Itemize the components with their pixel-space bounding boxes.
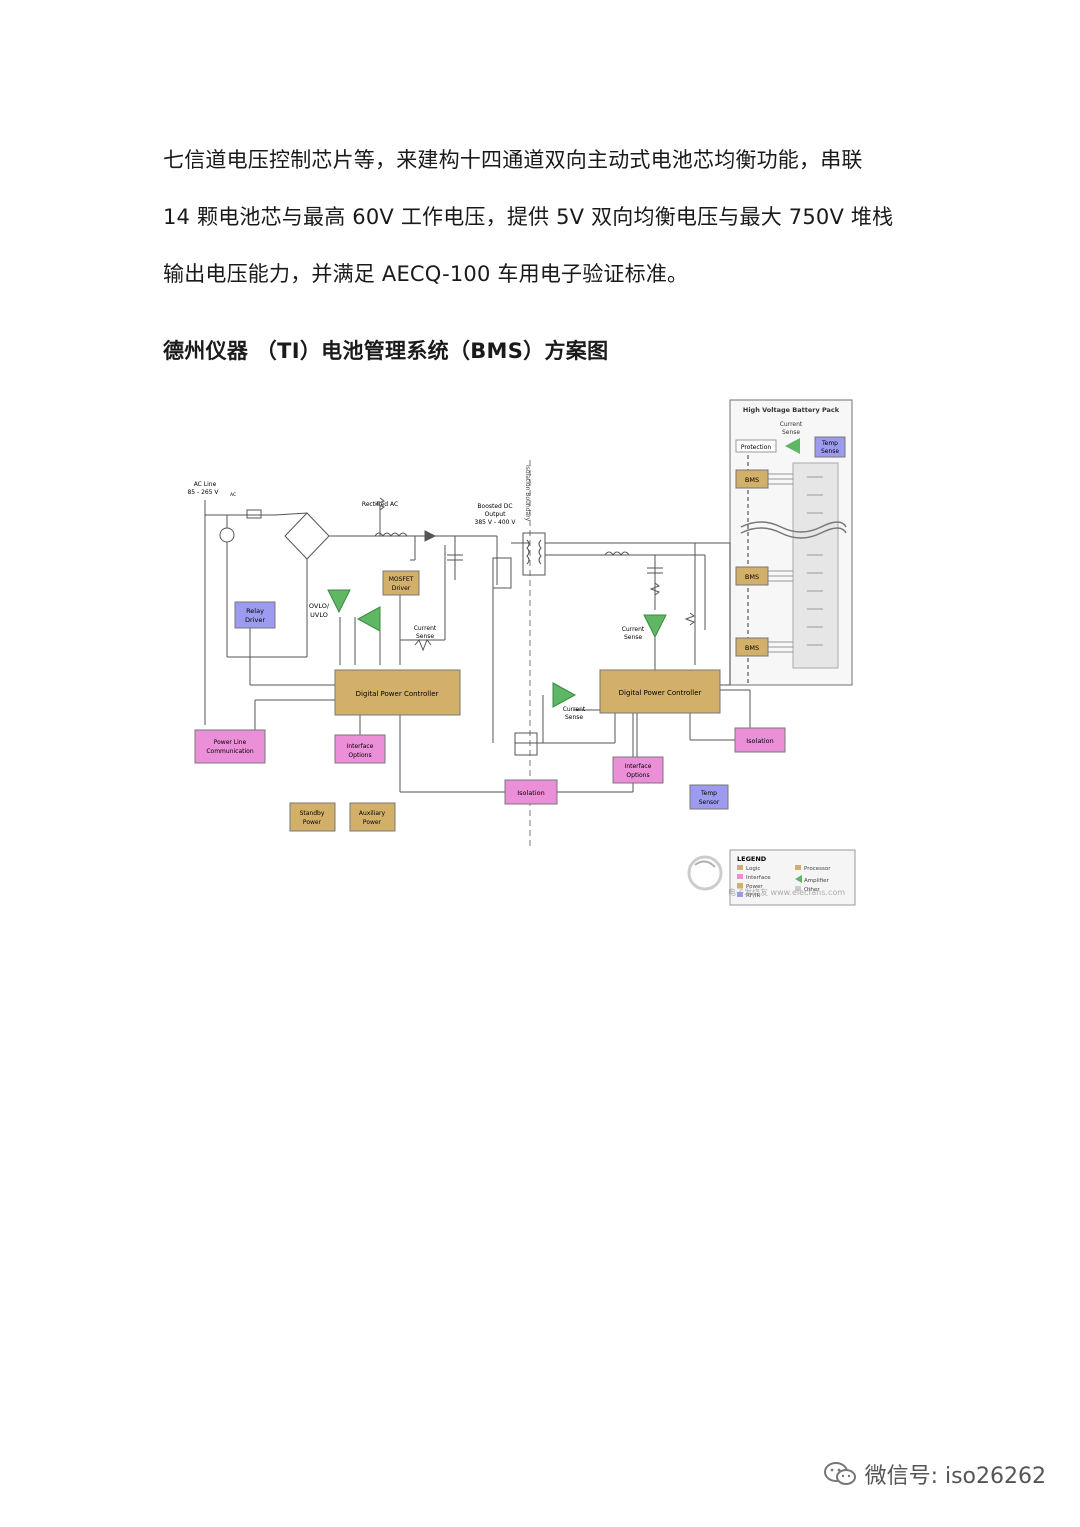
auxiliary-power-label-1: Auxiliary [359, 810, 386, 817]
temp-sense-label-1: Temp [821, 440, 838, 447]
current-sense-label-1b: Sense [416, 633, 434, 640]
legend-item-7: Other [804, 887, 820, 893]
ac-line-label: AC Line [194, 481, 217, 488]
power-line-label-1: Power Line [214, 739, 247, 746]
body-paragraph: 七信道电压控制芯片等，来建构十四通道双向主动式电池芯均衡功能，串联 14 颗电池… [163, 132, 933, 303]
interface-left-label-1: Interface [347, 743, 374, 750]
dpc-left-block [334, 669, 461, 716]
legend-item-2: Interface [746, 875, 771, 881]
temp-sense-label-2: Sense [821, 448, 839, 455]
interface-right-label-1: Interface [625, 763, 652, 770]
hv-pack-label: High Voltage Battery Pack [743, 406, 840, 414]
standby-power-block [289, 802, 336, 832]
temp-sense-block [814, 436, 846, 458]
protection-block [735, 439, 777, 453]
isolation-mid-block [504, 779, 558, 805]
watermark-text: 电子发烧友 www.elecfans.com [728, 887, 845, 897]
current-sense-label-3b: Sense [565, 714, 583, 721]
isolation-boundary-label: Isolation Boundary [524, 465, 531, 522]
legend-item-3: Power [746, 884, 763, 890]
paragraph-line-2: 14 颗电池芯与最高 60V 工作电压，提供 5V 双向均衡电压与最大 750V… [163, 205, 894, 229]
ovlo-label: OVLO/ [309, 602, 330, 610]
temp-sensor-block [689, 784, 729, 810]
temp-sensor-label-2: Sensor [699, 799, 720, 806]
cell-column [792, 462, 839, 669]
bms-diagram: High Voltage Battery Pack Current Sense … [187, 399, 856, 906]
boosted-dc-label-2: Output [485, 511, 506, 518]
wechat-footer: 微信号: iso26262 [823, 1458, 1046, 1490]
dpc-right-label: Digital Power Controller [619, 689, 702, 697]
pack-amp-icon [785, 438, 800, 454]
dpc-right-block [599, 669, 721, 714]
circuit-wiring [204, 497, 751, 793]
bms-label-1: BMS [745, 476, 759, 484]
wechat-id-label: 微信号: iso26262 [864, 1464, 1046, 1489]
relay-driver-label-2: Driver [245, 616, 265, 624]
legend-item-6: Amplifier [804, 878, 830, 884]
figure-title: 德州仪器 （TI）电池管理系统（BMS）方案图 [163, 339, 609, 363]
cell-marks [807, 476, 823, 646]
current-sense-label-3a: Current [563, 706, 586, 713]
interface-left-label-2: Options [348, 752, 371, 759]
legend-item-5: Processor [804, 866, 831, 872]
current-sense-label-2b: Sense [624, 634, 642, 641]
power-line-label-2: Communication [206, 748, 253, 755]
power-line-block [194, 729, 266, 764]
relay-driver-block [234, 601, 276, 629]
auxiliary-power-block [349, 802, 396, 832]
pack-break-wave [740, 521, 847, 533]
paragraph-line-1: 七信道电压控制芯片等，来建构十四通道双向主动式电池芯均衡功能，串联 [163, 148, 863, 172]
watermark-logo [687, 855, 723, 891]
pack-current-label-a: Current [780, 421, 803, 428]
bms-label-2: BMS [745, 573, 759, 581]
protection-label: Protection [741, 444, 772, 451]
boosted-dc-label-1: Boosted DC [477, 503, 512, 510]
interface-right-block [612, 756, 664, 784]
legend-item-4: RF/IR [746, 893, 760, 899]
rectified-ac-label: Rectified AC [362, 501, 398, 508]
right-amp-icon [643, 614, 667, 639]
legend-title: LEGEND [737, 855, 767, 863]
wechat-icon [823, 1462, 856, 1485]
boosted-dc-label-3: 385 V - 400 V [475, 519, 517, 526]
mosfet-driver-label-2: Driver [392, 585, 411, 592]
pack-current-label-b: Sense [782, 429, 800, 436]
temp-sensor-label-1: Temp [700, 790, 717, 797]
isolation-right-label: Isolation [746, 737, 774, 745]
mosfet-driver-block [382, 570, 420, 596]
left-amp-icon [356, 606, 381, 632]
mosfet-driver-label-1: MOSFET [389, 576, 414, 583]
ac-sub-label: AC [230, 492, 236, 498]
standby-power-label-2: Power [303, 819, 322, 826]
isolation-mid-label: Isolation [517, 789, 545, 797]
relay-driver-label-1: Relay [246, 607, 264, 615]
interface-right-label-2: Options [626, 772, 649, 779]
bms-label-3: BMS [745, 644, 759, 652]
current-sense-label-1a: Current [414, 625, 437, 632]
standby-power-label-1: Standby [300, 810, 325, 817]
uvlo-label: UVLO [310, 611, 328, 619]
legend-item-1: Logic [746, 866, 760, 872]
ac-range-label: 85 - 265 V [187, 489, 219, 496]
paragraph-line-3: 输出电压能力，并满足 AECQ-100 车用电子验证标准。 [163, 262, 689, 286]
mid-amp-icon [552, 682, 577, 708]
legend-box [729, 849, 856, 906]
ovlo-amp-icon [327, 589, 351, 614]
auxiliary-power-label-2: Power [363, 819, 382, 826]
current-sense-label-2a: Current [622, 626, 645, 633]
interface-left-block [334, 734, 386, 764]
isolation-right-block [734, 727, 786, 753]
dpc-left-label: Digital Power Controller [356, 690, 439, 698]
